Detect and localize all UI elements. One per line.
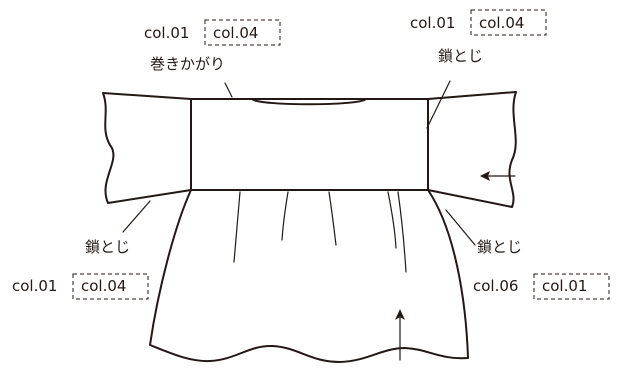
yoke	[190, 98, 429, 191]
right-sleeve	[427, 91, 517, 208]
neckline	[251, 98, 367, 106]
label-top-right-col-b: col.04	[479, 14, 524, 32]
dashed-box-bottom-left	[72, 273, 149, 300]
dashed-box-top-left	[204, 19, 281, 46]
arrow-left-icon	[480, 171, 516, 181]
leader-line-top-right	[426, 80, 451, 129]
gather-line	[281, 191, 289, 241]
label-top-left-col-b: col.04	[213, 24, 258, 42]
label-bottom-left-col-b: col.04	[81, 277, 126, 295]
gather-line	[233, 191, 241, 263]
label-top-left-col-a: col.01	[144, 24, 189, 42]
label-top-left-stitch: 巻きかがり	[150, 55, 225, 73]
label-bottom-left-col-a: col.01	[12, 277, 57, 295]
label-top-right-stitch: 鎖とじ	[438, 47, 483, 65]
label-bottom-right-col-b: col.01	[542, 277, 587, 295]
dashed-box-top-right	[470, 9, 547, 36]
gather-line	[397, 191, 407, 273]
arrow-up-icon	[395, 309, 405, 361]
gather-line	[387, 191, 397, 249]
label-top-right-col-a: col.01	[410, 14, 455, 32]
leader-line-top-left	[224, 82, 233, 98]
leader-line-bottom-right	[445, 209, 476, 246]
dashed-box-bottom-right	[533, 273, 610, 300]
label-bottom-right-stitch: 鎖とじ	[477, 238, 522, 256]
leader-line-bottom-left	[122, 200, 151, 233]
left-sleeve	[102, 92, 192, 204]
label-bottom-right-col-a: col.06	[473, 277, 518, 295]
skirt-body	[149, 189, 469, 363]
gather-line	[328, 191, 337, 246]
label-bottom-left-stitch: 鎖とじ	[85, 238, 130, 256]
